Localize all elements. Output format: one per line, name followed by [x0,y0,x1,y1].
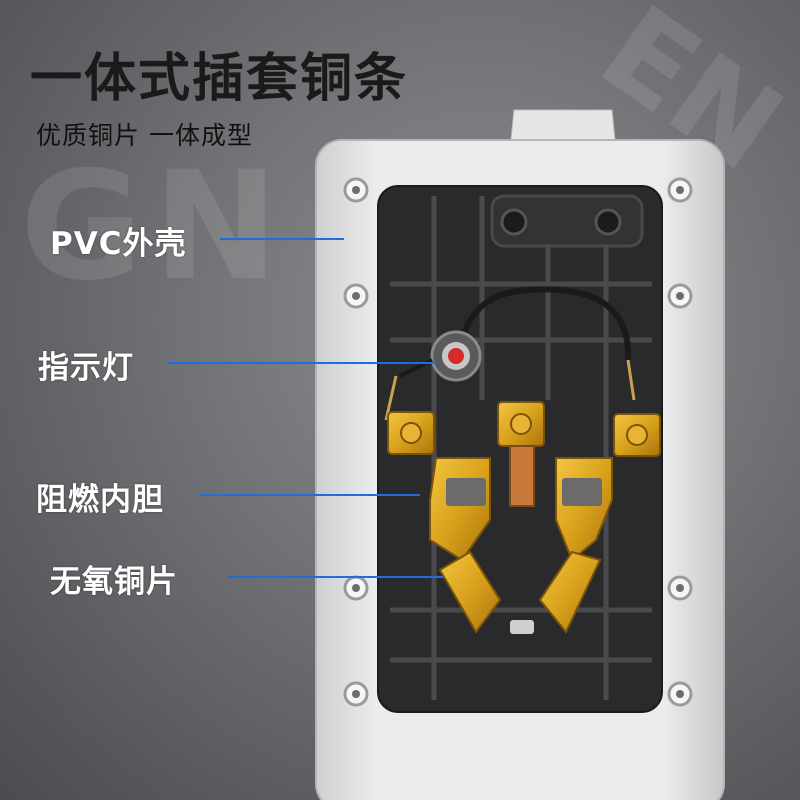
page-title: 一体式插套铜条 [30,49,409,109]
watermark-left: GN [20,140,289,314]
leader-line-indicator-light [168,362,436,364]
page-subtitle: 优质铜片 一体成型 [36,121,253,150]
callout-flame-retardant-core: 阻燃内胆 [36,482,164,518]
copper-terminals [387,401,661,507]
screw-holes [343,177,693,707]
leader-line-copper-strip [228,576,444,578]
leader-line-pvc-housing [220,238,344,240]
callout-pvc-housing: PVC外壳 [50,226,187,262]
indicator-wire [457,286,632,361]
callout-copper-strip: 无氧铜片 [50,564,178,600]
leader-line-flame-retardant-core [200,494,420,496]
callout-indicator-light: 指示灯 [38,350,134,386]
